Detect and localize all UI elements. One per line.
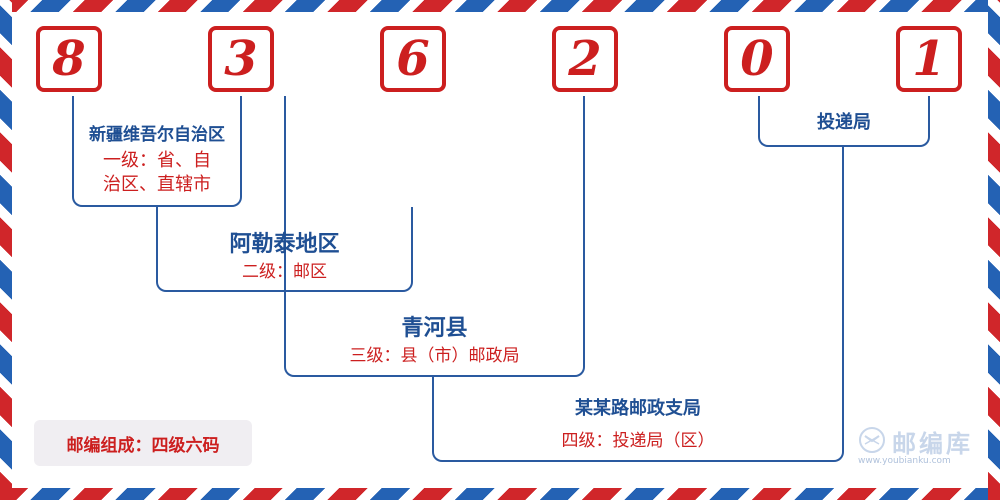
airmail-border-right <box>988 0 1000 500</box>
digit-3: 6 <box>396 31 430 87</box>
logo-url: www.youbianku.com <box>858 456 951 466</box>
level1-name: 新疆维吾尔自治区 <box>89 125 225 145</box>
digit-1: 8 <box>52 31 86 87</box>
bracket-level1 <box>72 96 242 207</box>
level3-name: 青河县 <box>401 315 468 341</box>
level2-desc: 二级：邮区 <box>242 262 327 282</box>
digit-box-3: 6 <box>380 26 446 92</box>
level1-desc-line2: 治区、直辖市 <box>103 174 211 195</box>
digit-4: 2 <box>568 31 602 87</box>
level4-name: 某某路邮政支局 <box>575 398 701 419</box>
delivery-name: 投递局 <box>817 112 871 133</box>
digit-box-2: 3 <box>208 26 274 92</box>
site-logo: 邮编库 www.youbianku.com <box>858 424 988 470</box>
bracket-delivery <box>758 96 930 147</box>
level1-desc-line1: 一级：省、自 <box>103 150 211 171</box>
bracket-level3 <box>284 96 585 377</box>
level3-desc: 三级：县（市）邮政局 <box>349 346 520 366</box>
summary-label: 邮编组成：四级六码 <box>66 435 220 456</box>
digit-5: 0 <box>740 31 774 87</box>
level4-desc: 四级：投递局（区） <box>561 431 715 451</box>
mail-icon <box>859 427 885 453</box>
summary-box: 邮编组成：四级六码 <box>34 420 252 466</box>
digit-2: 3 <box>224 31 258 87</box>
connector-delivery-down <box>842 147 844 379</box>
level2-name: 阿勒泰地区 <box>229 231 340 257</box>
airmail-border-top <box>0 0 1000 12</box>
digit-box-6: 1 <box>896 26 962 92</box>
digit-box-5: 0 <box>724 26 790 92</box>
digit-box-1: 8 <box>36 26 102 92</box>
bracket-level4 <box>432 377 844 462</box>
digit-box-4: 2 <box>552 26 618 92</box>
airmail-border-left <box>0 0 12 500</box>
digit-6: 1 <box>912 31 946 87</box>
logo-name: 邮编库 <box>892 430 973 458</box>
airmail-border-bottom <box>0 488 1000 500</box>
